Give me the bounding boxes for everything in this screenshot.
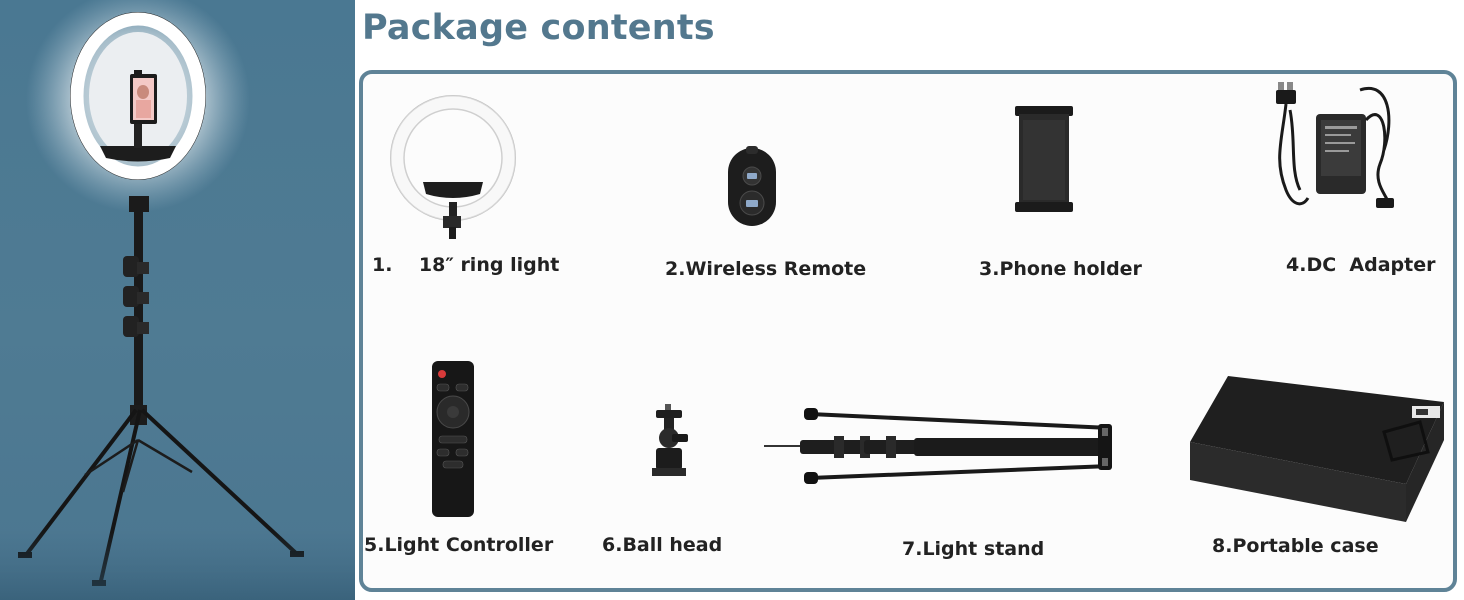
package-contents-box <box>359 70 1457 592</box>
package-item-light-stand <box>764 406 1116 488</box>
ring-light-on-tripod-image <box>0 0 355 600</box>
ball-head-icon <box>652 404 688 476</box>
item-label-phone-holder: 3.Phone holder <box>979 258 1142 280</box>
phone-holder-icon <box>1015 106 1073 212</box>
page-title: Package contents <box>362 8 715 48</box>
item-label-light-stand: 7.Light stand <box>902 538 1045 560</box>
package-item-wireless-remote <box>726 146 778 228</box>
wireless-remote-icon <box>728 146 776 226</box>
package-item-ring-light <box>385 84 525 244</box>
item-label-wireless-remote: 2.Wireless Remote <box>665 258 867 280</box>
package-item-light-controller <box>431 360 475 520</box>
package-item-dc-adapter <box>1272 80 1400 220</box>
dc-adapter-icon <box>1276 82 1394 208</box>
light-stand-icon <box>764 408 1112 484</box>
package-item-phone-holder <box>1013 106 1077 214</box>
portable-case-icon <box>1190 376 1444 522</box>
light-controller-icon <box>432 361 474 517</box>
package-item-portable-case <box>1188 374 1448 532</box>
item-label-dc-adapter: 4.DC Adapter <box>1286 254 1436 276</box>
item-label-portable-case: 8.Portable case <box>1212 535 1379 557</box>
item-label-ball-head: 6.Ball head <box>602 534 723 556</box>
hero-panel <box>0 0 355 600</box>
item-label-ring-light: 1. 18″ ring light <box>372 254 560 276</box>
ring-light-icon <box>390 95 516 239</box>
item-label-light-controller: 5.Light Controller <box>364 534 554 556</box>
package-item-ball-head <box>646 404 692 484</box>
